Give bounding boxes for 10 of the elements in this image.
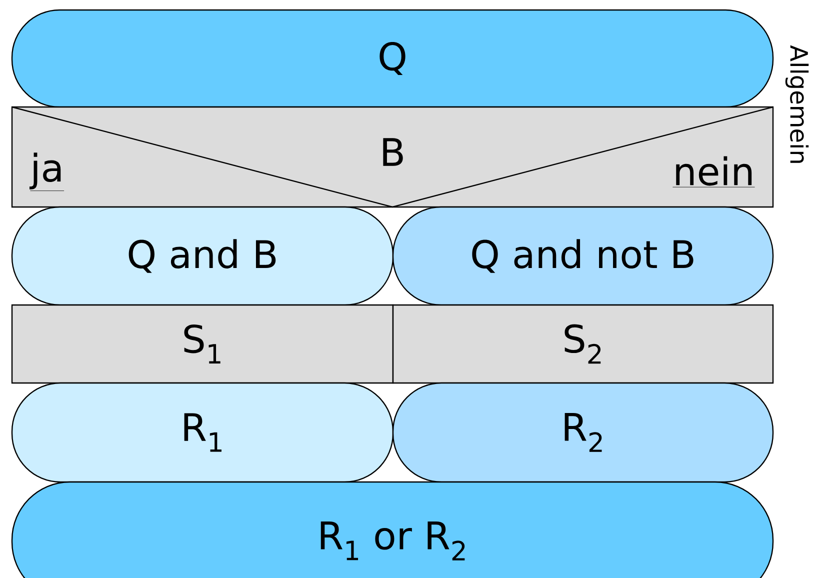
condition-box: Q and B	[11, 206, 394, 306]
condition-box: R$_{2}$	[392, 382, 774, 483]
condition-box: Q and not B	[392, 206, 774, 306]
condition-box: Q	[11, 9, 774, 108]
statement-box: S$_{1}$	[11, 304, 394, 384]
condition-box: R$_{1}$	[11, 382, 394, 483]
statement-box: S$_{2}$	[392, 304, 774, 384]
side-label: Allgemein	[785, 45, 809, 163]
condition-box: R$_{1}$ or R$_{2}$	[11, 481, 774, 578]
decision-box: B ja nein	[11, 106, 774, 208]
